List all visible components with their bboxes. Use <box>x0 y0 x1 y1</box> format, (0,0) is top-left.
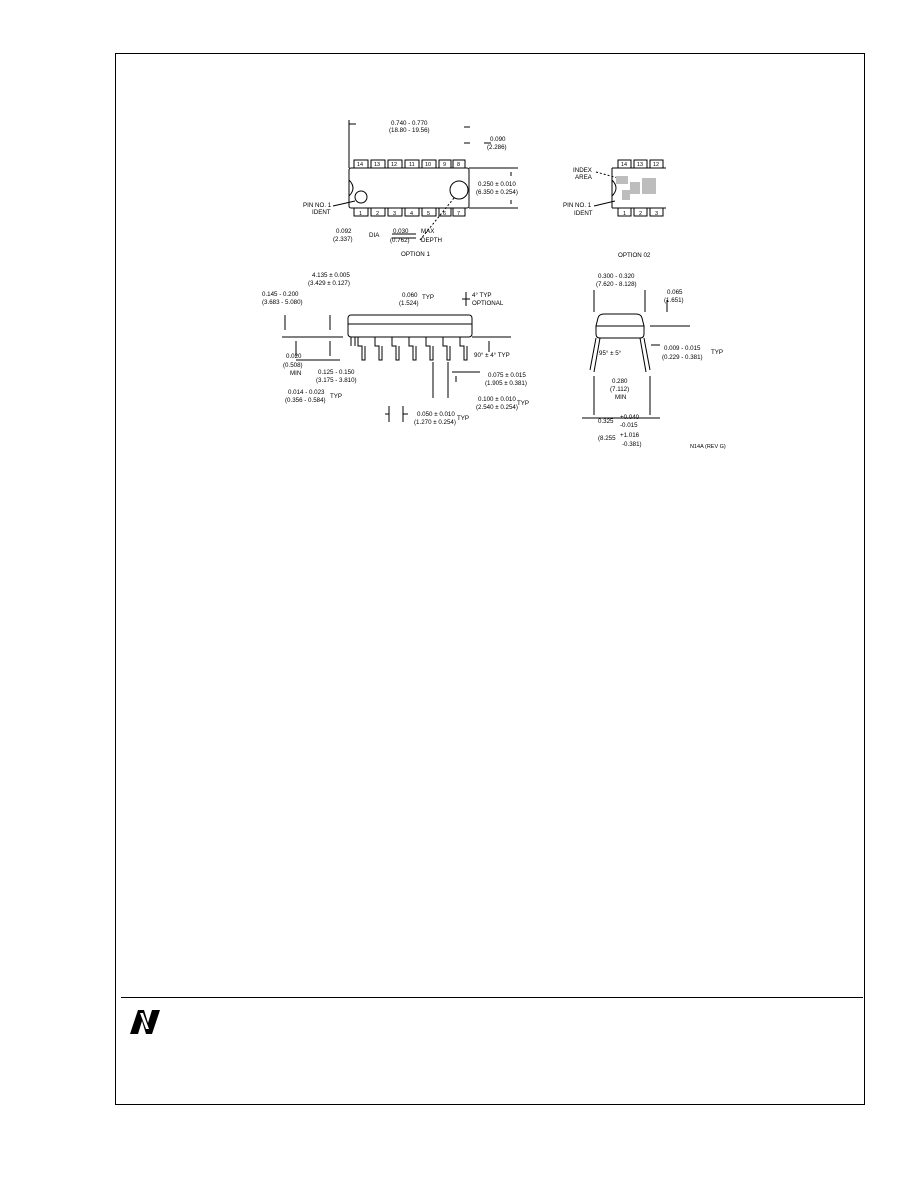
svg-text:TYP: TYP <box>711 349 723 356</box>
svg-text:13: 13 <box>637 162 643 168</box>
svg-text:TYP: TYP <box>457 415 469 422</box>
svg-text:13: 13 <box>374 162 380 168</box>
svg-text:0.145 - 0.200: 0.145 - 0.200 <box>262 291 299 298</box>
svg-text:0.092: 0.092 <box>336 228 352 235</box>
svg-text:MIN: MIN <box>290 370 301 377</box>
svg-text:(1.524): (1.524) <box>399 300 419 307</box>
svg-text:12: 12 <box>653 162 659 168</box>
option2-labels: 14 13 12 1 2 3 INDEX AREA PIN NO. 1 IDEN… <box>563 162 659 259</box>
svg-text:5: 5 <box>427 211 430 217</box>
svg-text:95° ± 5°: 95° ± 5° <box>599 350 622 357</box>
svg-text:PIN NO. 1: PIN NO. 1 <box>303 202 332 209</box>
svg-text:(0.356 - 0.584): (0.356 - 0.584) <box>285 397 326 404</box>
svg-text:4: 4 <box>410 211 413 217</box>
top-view-option1 <box>332 120 518 241</box>
svg-text:0.250 ± 0.010: 0.250 ± 0.010 <box>478 181 516 188</box>
svg-text:INDEX: INDEX <box>573 167 592 174</box>
svg-text:0.030: 0.030 <box>393 228 409 235</box>
svg-text:MAX: MAX <box>421 228 434 235</box>
index-area-hatch <box>616 176 656 200</box>
svg-text:0.300 - 0.320: 0.300 - 0.320 <box>598 273 635 280</box>
svg-text:(0.229 - 0.381): (0.229 - 0.381) <box>662 354 703 361</box>
svg-text:0.100 ± 0.010: 0.100 ± 0.010 <box>478 396 516 403</box>
svg-text:0.009 - 0.015: 0.009 - 0.015 <box>664 345 701 352</box>
svg-text:(1.905 ± 0.381): (1.905 ± 0.381) <box>485 380 527 387</box>
svg-text:(1.270 ± 0.254): (1.270 ± 0.254) <box>414 419 456 426</box>
svg-text:+1.016: +1.016 <box>620 432 640 439</box>
svg-text:0.060: 0.060 <box>402 292 418 299</box>
svg-text:TYP: TYP <box>517 400 529 407</box>
end-view-labels: 0.300 - 0.320 (7.620 - 8.128) 0.065 (1.6… <box>596 273 726 450</box>
svg-text:0.020: 0.020 <box>286 353 302 360</box>
svg-text:9: 9 <box>443 162 446 168</box>
svg-text:1: 1 <box>359 211 362 217</box>
svg-text:AREA: AREA <box>575 174 593 181</box>
svg-text:0.280: 0.280 <box>612 378 628 385</box>
svg-text:DIA: DIA <box>369 232 380 239</box>
svg-text:0.014 - 0.023: 0.014 - 0.023 <box>288 389 325 396</box>
svg-text:TYP: TYP <box>330 393 342 400</box>
top-view-labels: 0.740 - 0.770 (18.80 - 19.56) 0.090 (2.2… <box>303 120 518 258</box>
svg-text:OPTIONAL: OPTIONAL <box>472 300 504 307</box>
svg-text:0.090: 0.090 <box>490 136 506 143</box>
svg-text:0.125 - 0.150: 0.125 - 0.150 <box>318 369 355 376</box>
svg-text:(0.508): (0.508) <box>283 362 303 369</box>
svg-text:IDENT: IDENT <box>312 209 331 216</box>
svg-text:(1.651): (1.651) <box>664 297 684 304</box>
svg-text:3: 3 <box>655 211 658 217</box>
svg-text:8: 8 <box>457 162 460 168</box>
svg-text:(3.429 ± 0.127): (3.429 ± 0.127) <box>308 280 350 287</box>
svg-text:(18.80 - 19.56): (18.80 - 19.56) <box>389 127 430 134</box>
svg-text:OPTION 1: OPTION 1 <box>401 251 430 258</box>
side-view <box>282 292 511 422</box>
svg-text:11: 11 <box>409 162 415 168</box>
svg-text:3: 3 <box>393 211 396 217</box>
svg-text:7: 7 <box>457 211 460 217</box>
svg-text:10: 10 <box>425 162 431 168</box>
svg-text:IDENT: IDENT <box>574 210 593 217</box>
svg-text:(3.175 - 3.810): (3.175 - 3.810) <box>316 377 357 384</box>
svg-text:0.740 - 0.770: 0.740 - 0.770 <box>391 120 428 127</box>
svg-text:TYP: TYP <box>422 294 434 301</box>
svg-text:0.325: 0.325 <box>598 418 614 425</box>
svg-text:(2.286): (2.286) <box>487 144 507 151</box>
end-view <box>582 290 690 419</box>
svg-text:1: 1 <box>623 211 626 217</box>
svg-text:MIN: MIN <box>615 394 626 401</box>
svg-text:N14A (REV G): N14A (REV G) <box>690 444 726 450</box>
svg-text:(7.112): (7.112) <box>610 386 629 393</box>
svg-text:0.050 ± 0.010: 0.050 ± 0.010 <box>417 411 455 418</box>
page-border <box>115 53 865 1105</box>
svg-text:4.135 ± 0.005: 4.135 ± 0.005 <box>312 272 350 279</box>
svg-text:4° TYP: 4° TYP <box>472 292 492 299</box>
svg-text:14: 14 <box>357 162 363 168</box>
side-view-labels: 4.135 ± 0.005 (3.429 ± 0.127) 0.145 - 0.… <box>262 272 529 426</box>
svg-text:2: 2 <box>639 211 642 217</box>
svg-text:(8.255: (8.255 <box>598 435 616 442</box>
svg-text:PIN NO. 1: PIN NO. 1 <box>563 202 592 209</box>
svg-text:-0.015: -0.015 <box>620 422 638 429</box>
svg-text:0.065: 0.065 <box>667 289 683 296</box>
svg-text:90° ± 4° TYP: 90° ± 4° TYP <box>474 352 510 359</box>
top-view-option2 <box>593 159 666 217</box>
svg-text:(7.620 - 8.128): (7.620 - 8.128) <box>596 281 637 288</box>
svg-text:(0.762): (0.762) <box>390 237 410 244</box>
svg-text:DEPTH: DEPTH <box>421 237 442 244</box>
svg-text:6: 6 <box>443 211 446 217</box>
svg-text:2: 2 <box>376 211 379 217</box>
svg-text:(6.350 ± 0.254): (6.350 ± 0.254) <box>476 189 518 196</box>
national-semiconductor-logo <box>130 1010 160 1034</box>
svg-text:12: 12 <box>391 162 397 168</box>
svg-text:-0.381): -0.381) <box>622 441 642 448</box>
footer-divider <box>121 997 863 998</box>
svg-text:(2.540 ± 0.254): (2.540 ± 0.254) <box>476 404 518 411</box>
svg-text:OPTION 02: OPTION 02 <box>618 252 651 259</box>
svg-text:14: 14 <box>621 162 627 168</box>
svg-text:+0.040: +0.040 <box>620 414 640 421</box>
svg-text:(3.683 - 5.080): (3.683 - 5.080) <box>262 299 303 306</box>
svg-text:(2.337): (2.337) <box>333 236 353 243</box>
svg-text:0.075 ± 0.015: 0.075 ± 0.015 <box>488 372 526 379</box>
